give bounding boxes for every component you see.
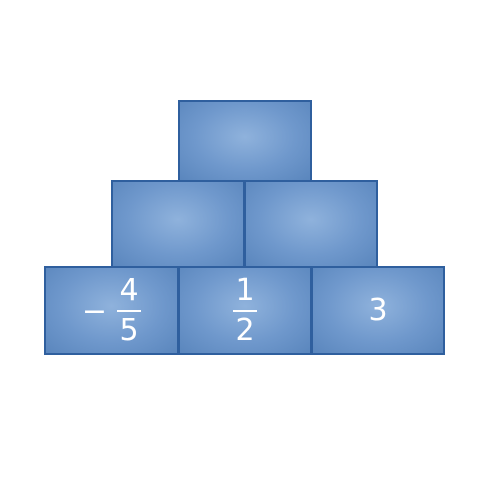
numerator: 1	[235, 272, 255, 308]
fraction-bar	[233, 309, 257, 312]
middle-brick-left	[111, 180, 245, 268]
top-brick	[178, 100, 312, 182]
denominator: 5	[119, 312, 139, 348]
numerator: 4	[119, 272, 139, 308]
bottom-brick-right-value: 3	[368, 293, 388, 328]
bottom-brick-left: − 4 5	[44, 266, 179, 355]
fraction-bar	[117, 309, 142, 312]
fraction-stack: 4 5	[117, 272, 142, 348]
denominator: 2	[235, 312, 255, 348]
minus-sign: −	[81, 293, 108, 329]
fraction-negative-four-fifths: − 4 5	[81, 272, 142, 348]
middle-brick-right	[244, 180, 378, 268]
fraction-stack: 1 2	[233, 272, 257, 348]
bottom-brick-right: 3	[311, 266, 445, 355]
bottom-brick-middle: 1 2	[178, 266, 312, 355]
fraction-one-half: 1 2	[233, 272, 257, 348]
